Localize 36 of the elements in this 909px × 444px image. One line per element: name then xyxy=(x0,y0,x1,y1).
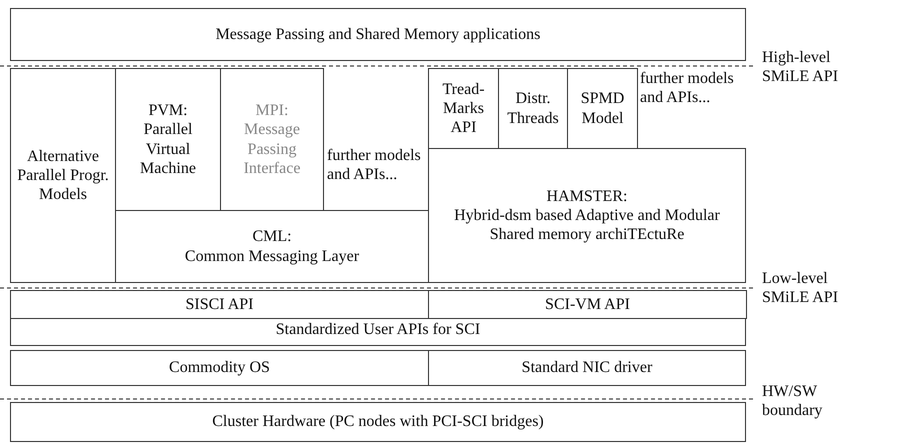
layer-text: Cluster Hardware (PC nodes with PCI-SCI bridges) xyxy=(212,412,544,432)
layer-box xyxy=(10,290,746,346)
layer-box xyxy=(10,402,746,442)
layer-box xyxy=(10,68,116,283)
annotation-text: further models and APIs... xyxy=(327,146,422,184)
layer-text: HAMSTER: xyxy=(546,186,628,206)
layer-text: Message Passing and Shared Memory applications xyxy=(216,24,540,44)
layer-text: CML: xyxy=(252,227,292,246)
layer-box xyxy=(220,68,324,211)
annotation-text: High-level SMiLE API xyxy=(762,48,840,86)
layer-text: Parallel Virtual Machine xyxy=(139,120,197,178)
layer-text: MPI: xyxy=(256,101,288,120)
layer-box xyxy=(10,350,429,386)
layer-text: PVM: xyxy=(148,101,188,120)
layer-text: Hybrid-dsm based Adaptive and Modular Shared memory archiTEctuRe xyxy=(453,206,721,244)
layer-box xyxy=(428,68,499,149)
layer-box xyxy=(428,148,746,283)
layer-text: Alternative Parallel Progr. Models xyxy=(16,146,110,204)
layer-text: Message Passing Interface xyxy=(242,120,302,178)
layer-text: Tread-Marks API xyxy=(441,80,486,138)
layer-box xyxy=(115,210,429,283)
layer-box xyxy=(428,290,747,319)
layer-text: Commodity OS xyxy=(169,358,270,378)
layer-text: SCI-VM API xyxy=(545,294,630,314)
layer-text: Distr. Threads xyxy=(506,89,560,128)
annotation-text: further models and APIs... xyxy=(640,69,735,108)
layer-box xyxy=(10,8,746,61)
layer-text: SPMD Model xyxy=(580,89,626,128)
layer-text: Common Messaging Layer xyxy=(184,246,360,266)
layer-text: Standardized User APIs for SCI xyxy=(276,320,480,339)
layer-box xyxy=(428,350,746,386)
layer-text: SISCI API xyxy=(185,294,254,314)
annotation-text: HW/SW boundary xyxy=(762,382,824,420)
annotation-text: Low-level SMiLE API xyxy=(762,269,840,308)
layer-box xyxy=(567,68,638,149)
layer-text: Standard NIC driver xyxy=(522,358,652,378)
